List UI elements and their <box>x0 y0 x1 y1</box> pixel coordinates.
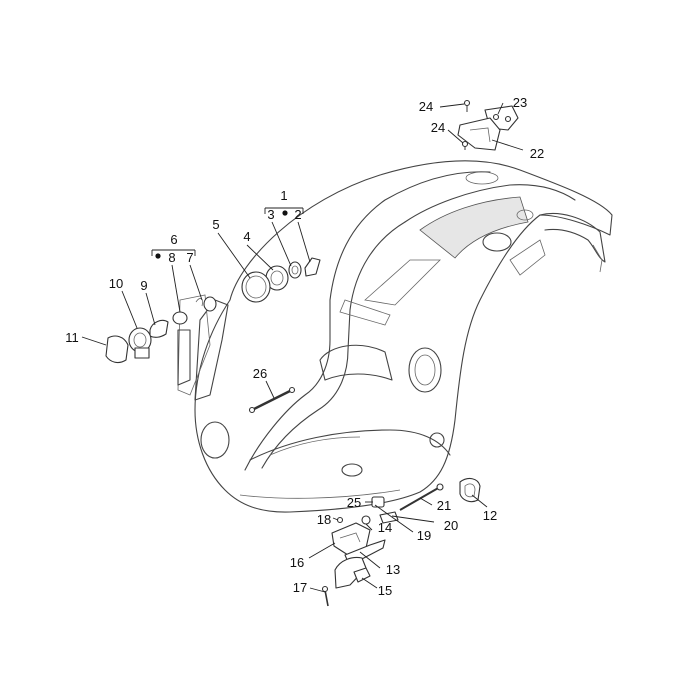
part-24-screw-bottom <box>461 140 469 150</box>
leader-lines <box>81 102 524 593</box>
part-18-screw <box>336 516 344 524</box>
callout-2: 2 <box>294 207 301 222</box>
part-5-ring <box>241 271 271 303</box>
callout-24-top: 24 <box>419 99 433 114</box>
callout-15: 15 <box>378 583 392 598</box>
part-7-spring <box>195 296 217 312</box>
callout-labels: 1 2 3 4 5 6 7 8 9 10 11 12 13 14 15 16 1… <box>65 95 544 598</box>
callout-18: 18 <box>317 512 331 527</box>
callout-14: 14 <box>378 520 392 535</box>
part-2-key <box>304 257 321 277</box>
callout-16: 16 <box>290 555 304 570</box>
callout-3: 3 <box>267 207 274 222</box>
part-10-horn <box>128 327 152 359</box>
callout-26: 26 <box>253 366 267 381</box>
part-24-screw-top <box>463 99 471 112</box>
part-11-horn-cover <box>105 335 129 364</box>
callout-12: 12 <box>483 508 497 523</box>
part-17-bolt <box>321 585 329 607</box>
part-3-lock-barrel <box>288 261 302 279</box>
part-9-cover <box>149 319 169 338</box>
group-bracket-1 <box>264 207 304 216</box>
part-26-cable <box>248 386 296 414</box>
scooter-frame <box>177 160 613 513</box>
callout-8: 8 <box>168 250 175 265</box>
callout-13: 13 <box>386 562 400 577</box>
callout-7: 7 <box>186 250 193 265</box>
group-bracket-6 <box>151 249 196 259</box>
callout-23: 23 <box>513 95 527 110</box>
callout-25: 25 <box>347 495 361 510</box>
callout-4: 4 <box>243 229 250 244</box>
callout-11: 11 <box>65 330 79 345</box>
part-25-clip <box>371 496 385 508</box>
part-13-hook <box>334 556 367 589</box>
callout-10: 10 <box>109 276 123 291</box>
callout-21: 21 <box>437 498 451 513</box>
callout-24-bottom: 24 <box>431 120 445 135</box>
callout-22: 22 <box>530 146 544 161</box>
callout-9: 9 <box>140 278 147 293</box>
callout-5: 5 <box>212 217 219 232</box>
callout-20: 20 <box>444 518 458 533</box>
part-22-bracket <box>457 117 501 151</box>
callout-17: 17 <box>293 580 307 595</box>
part-14-pin <box>361 515 371 525</box>
part-15-clip <box>353 567 371 583</box>
part-8-cap <box>172 311 188 325</box>
callout-19: 19 <box>417 528 431 543</box>
callout-6: 6 <box>170 232 177 247</box>
part-12-gasket <box>459 477 481 503</box>
part-20-spring <box>379 511 399 524</box>
callout-1: 1 <box>280 188 287 203</box>
